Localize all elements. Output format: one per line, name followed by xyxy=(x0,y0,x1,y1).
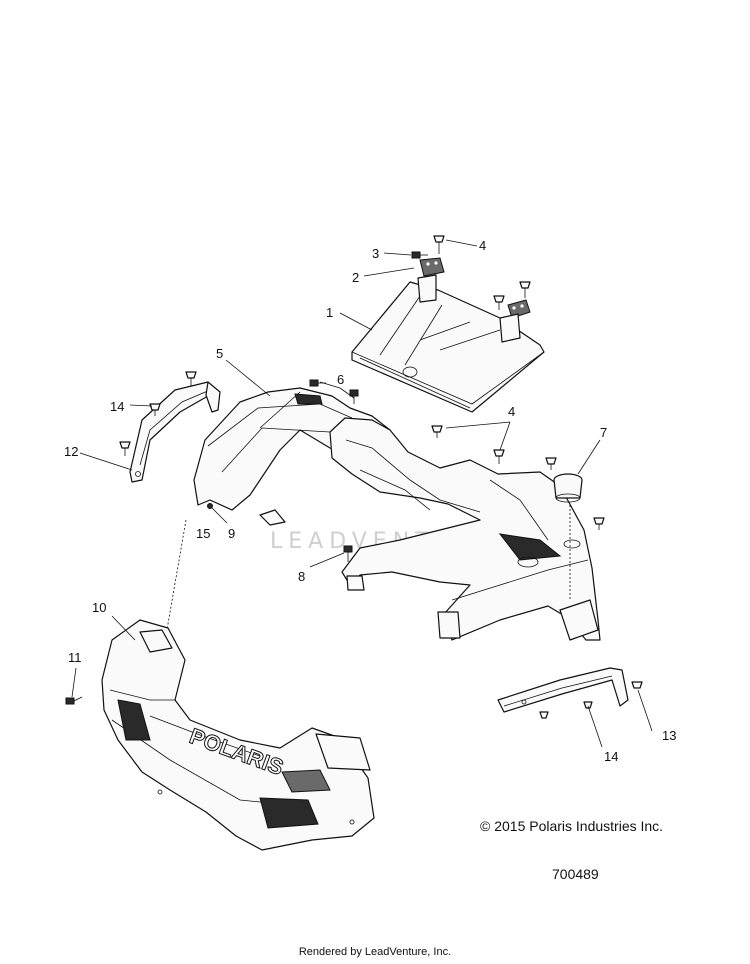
part-2-hinge xyxy=(417,257,531,343)
screw-fasteners-middle xyxy=(207,379,605,562)
dashed-alignment-line-left xyxy=(159,519,187,671)
diagram-part-number: 700489 xyxy=(552,866,599,882)
part-11-screw xyxy=(65,696,83,705)
callout-13: 13 xyxy=(662,728,676,743)
callout-4-middle: 4 xyxy=(508,404,515,419)
callout-7: 7 xyxy=(600,425,607,440)
callout-12: 12 xyxy=(64,444,78,459)
callout-11: 11 xyxy=(68,650,82,665)
callout-labels: 1 2 3 4 4 5 6 7 8 9 10 11 12 13 14 14 15 xyxy=(64,238,676,764)
callout-14-right: 14 xyxy=(604,749,618,764)
part-5-front-upper-body xyxy=(193,387,393,526)
screw-fasteners-top xyxy=(411,235,531,310)
copyright-notice: © 2015 Polaris Industries Inc. xyxy=(480,818,664,834)
callout-8: 8 xyxy=(298,569,305,584)
callout-10: 10 xyxy=(92,600,106,615)
callout-6: 6 xyxy=(337,372,344,387)
part-rear-body xyxy=(329,417,601,641)
callout-14-left: 14 xyxy=(110,399,124,414)
part-10-front-fascia: POLARIS xyxy=(101,619,375,851)
part-13-right-bracket xyxy=(497,667,643,719)
callout-15: 15 xyxy=(196,526,210,541)
callout-1: 1 xyxy=(326,305,333,320)
callout-leaders xyxy=(71,239,653,748)
callout-5: 5 xyxy=(216,346,223,361)
part-1-rack-cover xyxy=(351,281,545,413)
callout-4-top: 4 xyxy=(479,238,486,253)
part-7-plug xyxy=(553,473,583,503)
callout-3: 3 xyxy=(372,246,379,261)
footer-credit: Rendered by LeadVenture, Inc. xyxy=(298,946,452,958)
callout-2: 2 xyxy=(352,270,359,285)
part-12-left-bracket xyxy=(119,371,221,483)
callout-9: 9 xyxy=(228,526,235,541)
